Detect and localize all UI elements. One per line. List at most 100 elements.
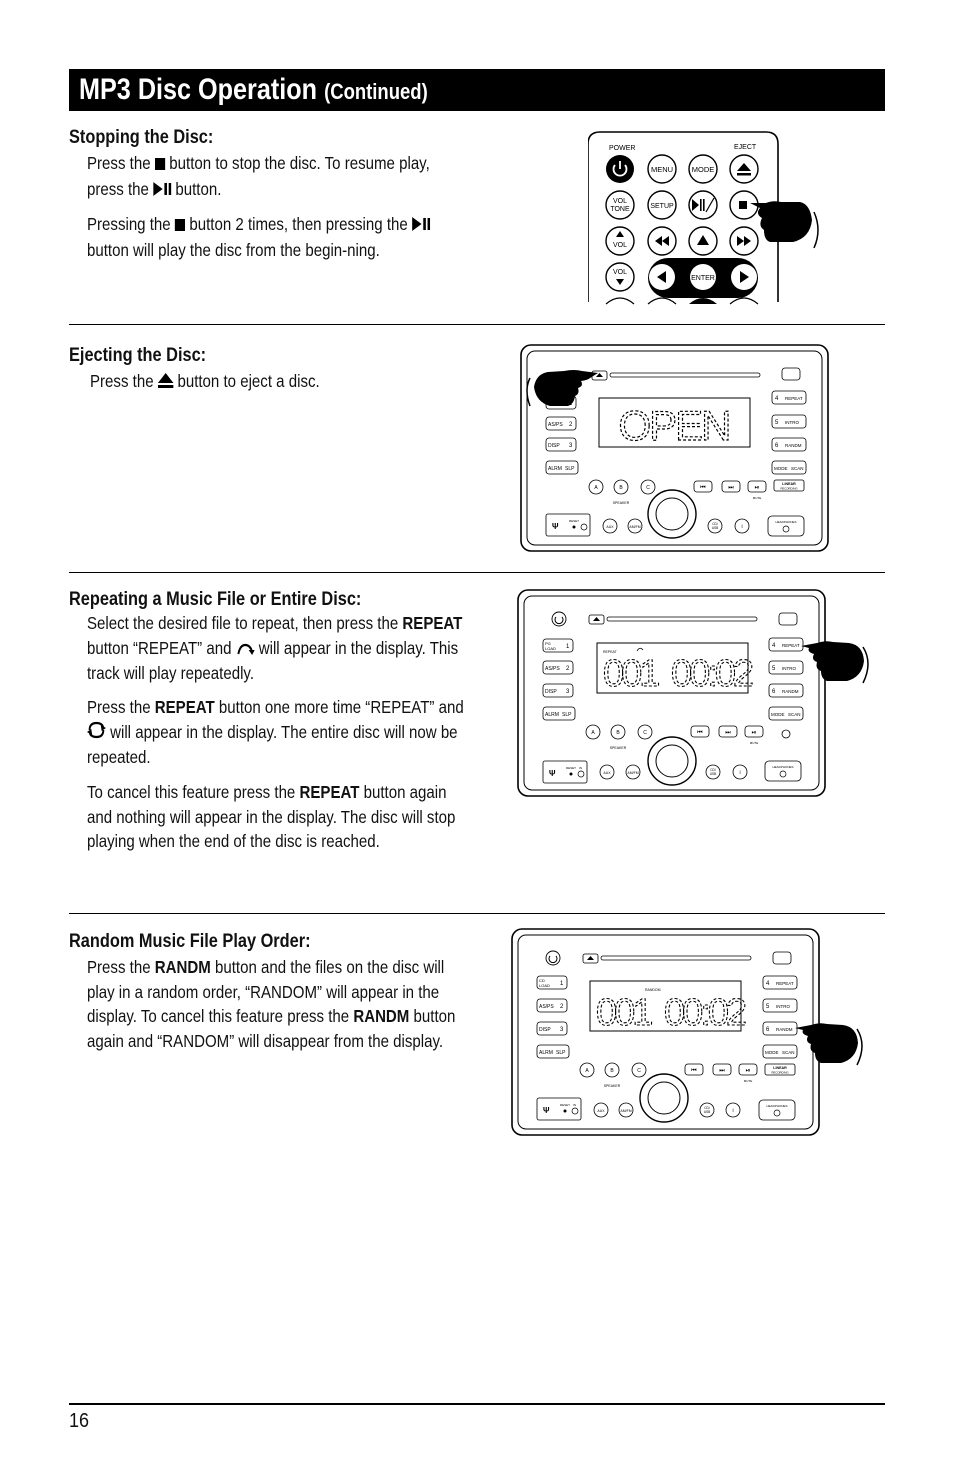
stop-button[interactable] <box>729 190 759 220</box>
aux-button[interactable]: AUX <box>599 764 615 780</box>
lcd-random-label: RANDOM <box>645 988 661 992</box>
play-pause-button[interactable]: ⏯ <box>738 1063 758 1076</box>
speaker-a-button[interactable]: A <box>579 1062 595 1078</box>
svg-text:5: 5 <box>766 1004 770 1010</box>
svg-text:SLP: SLP <box>562 712 572 718</box>
svg-text:DISP: DISP <box>545 689 557 695</box>
speaker-c-button[interactable]: C <box>640 479 656 495</box>
menu-button[interactable]: MENU <box>647 154 677 184</box>
up-button[interactable] <box>688 226 718 256</box>
am-fm-button[interactable]: AM/FM <box>618 1102 634 1118</box>
next-track-button[interactable]: ⏭ <box>721 480 741 493</box>
power-button[interactable] <box>551 611 567 627</box>
svg-text:⏮: ⏮ <box>697 730 703 736</box>
speaker-b-button[interactable]: B <box>610 724 626 740</box>
power-button[interactable] <box>545 950 561 966</box>
pointing-hand-icon <box>801 641 869 684</box>
speaker-c-button[interactable]: C <box>631 1062 647 1078</box>
svg-text:4: 4 <box>775 396 779 402</box>
power-button[interactable] <box>606 155 634 183</box>
svg-text:AM/FM: AM/FM <box>620 1109 631 1113</box>
previous-track-button[interactable]: ⏮ <box>693 480 713 493</box>
volume-knob[interactable] <box>647 489 697 539</box>
rewind-button[interactable] <box>647 226 677 256</box>
cd-usb-button[interactable]: CD/USB <box>707 518 723 534</box>
svg-text:AUX: AUX <box>603 771 611 775</box>
mode-button[interactable]: MODE <box>688 154 718 184</box>
svg-text:SLP: SLP <box>565 466 575 472</box>
previous-track-button[interactable]: ⏮ <box>684 1063 704 1076</box>
vol-down-button[interactable]: VOL <box>605 262 635 292</box>
svg-text:USB: USB <box>704 1110 711 1114</box>
info-button[interactable]: i <box>734 518 750 534</box>
speaker-b-button[interactable]: B <box>613 479 629 495</box>
info-button[interactable]: i <box>732 764 748 780</box>
left-button[interactable] <box>649 264 675 290</box>
cd-usb-button[interactable]: CD/USB <box>705 764 721 780</box>
aux-button[interactable]: AUX <box>602 518 618 534</box>
enter-button[interactable]: ENTER <box>690 264 716 290</box>
mute-label: MUTE <box>753 496 762 500</box>
svg-text:DISP: DISP <box>539 1027 551 1033</box>
dimmer-button[interactable] <box>772 951 792 965</box>
right-button[interactable] <box>731 264 757 290</box>
svg-text:SCAN: SCAN <box>788 712 801 717</box>
vol-up-button[interactable]: VOL <box>605 226 635 256</box>
eject-button[interactable] <box>729 154 759 184</box>
volume-knob[interactable] <box>647 736 697 786</box>
intro-button[interactable]: 5 INTRO <box>768 660 804 675</box>
svg-text:ALRM: ALRM <box>539 1050 553 1056</box>
speaker-c-button[interactable]: C <box>637 724 653 740</box>
volume-knob[interactable] <box>639 1073 689 1123</box>
am-fm-button[interactable]: AM/FM <box>627 518 643 534</box>
svg-text:i: i <box>741 524 742 530</box>
svg-text:INTRO: INTRO <box>782 666 796 671</box>
next-track-button[interactable]: ⏭ <box>718 725 738 738</box>
play-pause-button[interactable]: ⏯ <box>744 725 764 738</box>
section-divider <box>69 913 885 914</box>
svg-text:2: 2 <box>560 1004 564 1010</box>
setup-button[interactable]: SETUP <box>647 190 677 220</box>
next-track-button[interactable]: ⏭ <box>712 1063 732 1076</box>
play-pause-button[interactable] <box>688 190 718 220</box>
info-button[interactable]: i <box>725 1102 741 1118</box>
dimmer-button[interactable] <box>778 612 798 626</box>
aux-button[interactable]: AUX <box>593 1102 609 1118</box>
svg-text:AS/PS: AS/PS <box>539 1004 554 1010</box>
svg-text:1: 1 <box>560 981 564 987</box>
power-button[interactable] <box>781 367 801 381</box>
speaker-a-button[interactable]: A <box>585 724 601 740</box>
cd-usb-button[interactable]: CD/USB <box>699 1102 715 1118</box>
svg-text:5: 5 <box>772 666 776 672</box>
am-fm-button[interactable]: AM/FM <box>625 764 641 780</box>
fast-forward-button[interactable] <box>729 226 759 256</box>
speaker-a-button[interactable]: A <box>588 479 604 495</box>
speaker-b-button[interactable]: B <box>604 1062 620 1078</box>
play-pause-button[interactable]: ⏯ <box>747 480 767 493</box>
previous-track-button[interactable]: ⏮ <box>690 725 710 738</box>
as-ps-button[interactable]: AS/PS 2 <box>536 998 568 1013</box>
svg-text:INTRO: INTRO <box>785 420 799 425</box>
